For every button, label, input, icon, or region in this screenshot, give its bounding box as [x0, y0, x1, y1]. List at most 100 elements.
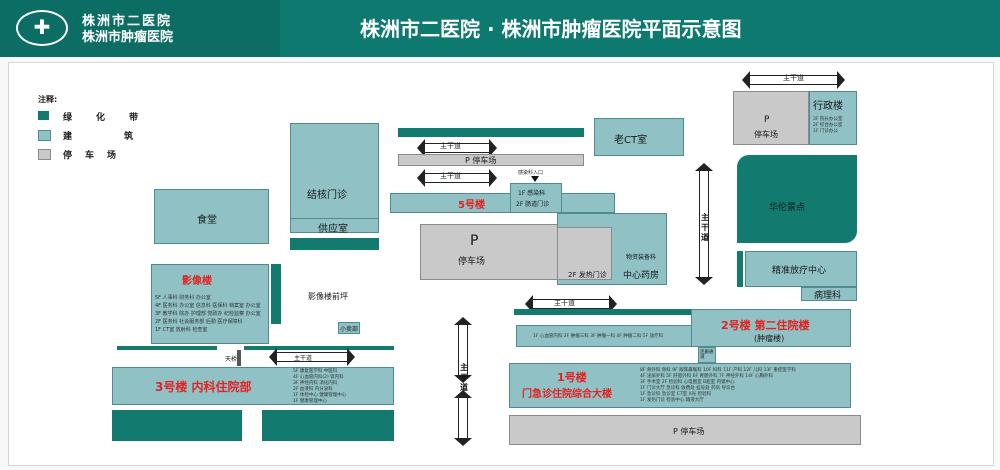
- building-2-sub-label: (肿瘤楼): [754, 334, 785, 343]
- main-road-arrow-vertical-2: [454, 390, 472, 446]
- supply-room-building: [290, 218, 379, 233]
- bridge-pillar: [237, 350, 241, 366]
- building-3: [112, 367, 394, 405]
- parking-center-p: P: [470, 233, 479, 249]
- green-belt-imaging: [271, 264, 281, 324]
- kiosk-label: 小卖部: [340, 326, 359, 333]
- green-belt-bridge-right: [244, 346, 394, 350]
- main-road-label-mid: 主干道: [440, 172, 461, 180]
- green-belt-supply: [290, 238, 379, 250]
- tb-clinic-label: 结核门诊: [307, 190, 347, 201]
- building-5-floor-1: 1F 感染科: [518, 190, 546, 197]
- tb-clinic-building: [290, 123, 379, 232]
- building-3-floor-5: 5F 康复医学科 中医科: [293, 369, 338, 374]
- building-2-label: 2号楼 第二住院楼: [721, 319, 810, 332]
- admin-building: [809, 91, 857, 145]
- admin-floor-1: 1F 门诊办公: [813, 129, 838, 134]
- legend-title: 注释:: [38, 95, 58, 104]
- corridor-building: [698, 347, 716, 363]
- parking-center-label: 停车场: [458, 257, 486, 267]
- building-2-tower: [691, 309, 851, 347]
- building-1-floor-row-3: 3F 手术室 2F 检验科 心电图室 B超室 内镜中心: [640, 380, 735, 385]
- building-1-floor-row-2: 4F 泌尿外科 5F 肝胆外科 6F 胃肠外科 7F 神经外科 14F 心胸外科: [640, 374, 773, 379]
- building-3-floor-3: 3F 神经内科 消化内科: [293, 381, 338, 386]
- main-road-arrow-left: [269, 348, 355, 366]
- main-road-label-left: 主干道: [294, 355, 313, 362]
- main-road-label-right-top: 主干道: [783, 74, 804, 82]
- bridge-label: 天桥: [225, 356, 238, 363]
- imaging-plaza-label: 影像楼前坪: [308, 292, 348, 301]
- imaging-floor-3: 3F 教学科 院办 护理部 党政办 纪检监察 办公室: [155, 311, 261, 317]
- building-2-details: 1F 心血管内科 2F 肿瘤三科 3F 肿瘤一科 4F 肿瘤二科 5F 放疗科: [533, 334, 664, 339]
- green-belt-top: [398, 128, 584, 137]
- building-3-floor-1b: 1F 健康管理中心: [293, 399, 327, 404]
- admin-floor-2: 2F 综合办公室: [813, 123, 843, 128]
- radiotherapy-building: [745, 251, 857, 287]
- main-road-arrow-mid: [417, 169, 497, 187]
- pharmacy-label: 中心药房: [623, 271, 660, 281]
- hospital-name-primary: 株洲市二医院: [82, 14, 173, 29]
- infection-entrance-label: 感染科入口: [518, 170, 544, 176]
- admin-label: 行政楼: [813, 101, 843, 112]
- map-canvas: 注释: 绿化带 建筑 停车场 结核门诊 供应室 食堂 影像楼 5F 人事科 财务…: [8, 62, 994, 466]
- pharmacy-parking-corner: [557, 227, 612, 280]
- building-3-label: 3号楼 内科住院部: [155, 380, 252, 394]
- building-1-floor-row-4: 1F 门诊大厅 急诊科 收费处 挂号处 药房 导诊台: [640, 386, 736, 391]
- imaging-floor-1: 1F CT室 放射科 检查室: [155, 327, 208, 333]
- legend-parking-label: 停车场: [63, 151, 130, 161]
- building-3-floor-2: 2F 血液科 内分泌科: [293, 387, 333, 392]
- radiotherapy-label: 精准放疗中心: [772, 266, 827, 276]
- parking-bottom-label: P 停车场: [673, 427, 705, 436]
- main-road-arrow-vertical-1: [454, 317, 472, 383]
- hospital-name-secondary: 株洲市肿瘤医院: [82, 30, 174, 45]
- imaging-floor-5: 5F 人事科 财务科 办公室: [155, 295, 211, 301]
- building-5-label: 5号楼: [458, 200, 485, 211]
- green-belt-bottom-left: [112, 410, 242, 441]
- fever-clinic-label: 2F 发热门诊: [568, 271, 607, 279]
- parking-bottom: [509, 415, 861, 445]
- parking-admin-p: P: [764, 115, 770, 125]
- building-1-floor-row-6: 1F 发热门诊 检验中心 输液大厅: [640, 398, 704, 403]
- main-road-vertical-label-right: 主干道: [701, 213, 709, 242]
- main-road-vertical-label-1: 主干道: [460, 363, 468, 392]
- green-belt-bridge-left: [117, 346, 217, 350]
- corridor-label: 连廊通道: [700, 350, 714, 360]
- huarun-garden: [737, 155, 857, 243]
- green-belt-bottom-center: [262, 410, 394, 441]
- page-title: 株洲市二医院 · 株洲市肿瘤医院平面示意图: [360, 17, 742, 41]
- imaging-label: 影像楼: [182, 276, 212, 287]
- supplies-label: 物资装备科: [626, 254, 657, 261]
- building-5-core: [510, 183, 562, 213]
- building-1-floor-row-1: 8F 骨外科 骨科 9F 眼耳鼻喉科 10F 妇科 11F 产科 12F 儿科 …: [640, 368, 796, 373]
- canteen-building: [154, 189, 269, 244]
- legend-building-label: 建筑: [63, 132, 186, 142]
- kiosk-building: [338, 322, 360, 334]
- canteen-label: 食堂: [197, 215, 217, 226]
- main-road-arrow-right-top: [742, 71, 845, 89]
- building-5-wing: [390, 193, 615, 213]
- main-road-arrow-center: [525, 295, 617, 313]
- parking-admin: [733, 91, 809, 145]
- parking-top-label: P 停车场: [465, 156, 497, 165]
- main-road-label-top: 主干道: [440, 142, 461, 150]
- parking-top: [398, 154, 584, 166]
- legend-building-swatch: [38, 130, 51, 141]
- building-5-floor-2: 2F 肠道门诊: [516, 201, 550, 208]
- building-1-name: 门急诊住院综合大楼: [522, 389, 612, 400]
- building-3-floor-1: 1F 体检中心 健康管理中心: [293, 393, 347, 398]
- legend-green-swatch: [38, 111, 49, 120]
- entrance-arrow-icon: [531, 176, 539, 182]
- building-1: [509, 363, 851, 408]
- building-1-floor-row-5: 1F 急诊科 急诊室 CT室 X光 检验科: [640, 392, 712, 397]
- imaging-building: [151, 264, 269, 344]
- building-3-floor-4: 4F 心血管内科(2) 肾内科: [293, 375, 344, 380]
- pathology-building: [801, 287, 857, 301]
- admin-floor-3: 3F 院长办公室: [813, 117, 843, 122]
- header-bar: ✚ 株洲市二医院 株洲市肿瘤医院 株洲市二医院 · 株洲市肿瘤医院平面示意图: [0, 0, 1000, 57]
- old-ct-building: [594, 118, 684, 156]
- parking-admin-label: 停车场: [754, 130, 778, 139]
- main-road-arrow-vertical-right: [695, 163, 713, 285]
- legend-green-label: 绿化带: [63, 113, 163, 123]
- main-road-arrow-top: [417, 139, 497, 157]
